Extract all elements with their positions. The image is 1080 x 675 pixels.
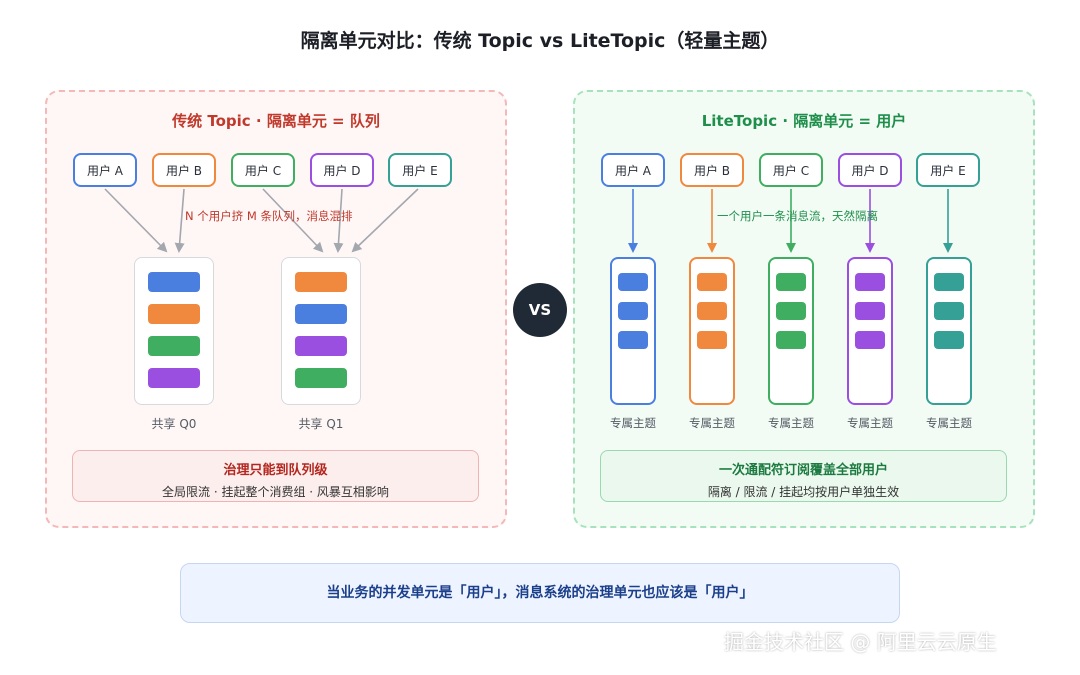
litetopic-summary-sub: 隔离 / 限流 / 挂起均按用户单独生效 [707, 485, 900, 499]
litetopic-user-c: 用户 C [759, 153, 823, 187]
queue-message [295, 304, 347, 324]
traditional-note: N 个用户挤 M 条队列，消息混排 [185, 209, 353, 223]
shared-queue-label: 共享 Q1 [298, 417, 344, 431]
traditional-user-e: 用户 E [388, 153, 452, 187]
litetopic-note: 一个用户一条消息流，天然隔离 [717, 209, 878, 223]
queue-message [148, 272, 200, 292]
litetopic-user-d: 用户 D [838, 153, 902, 187]
litetopic-panel-title: LiteTopic · 隔离单元 = 用户 [701, 112, 907, 130]
dedicated-topic-label: 专属主题 [768, 416, 814, 430]
topic-message [776, 331, 806, 349]
vs-badge: VS [513, 283, 567, 337]
dedicated-topic-a [610, 257, 656, 405]
litetopic-user-b: 用户 B [680, 153, 744, 187]
topic-message [934, 302, 964, 320]
traditional-user-d: 用户 D [310, 153, 374, 187]
dedicated-topic-label: 专属主题 [610, 416, 656, 430]
topic-message [776, 302, 806, 320]
queue-message [148, 368, 200, 388]
litetopic-user-a: 用户 A [601, 153, 665, 187]
topic-message [934, 273, 964, 291]
shared-queue-label: 共享 Q0 [151, 417, 197, 431]
queue-message [295, 368, 347, 388]
queue-message [295, 272, 347, 292]
page-title: 隔离单元对比：传统 Topic vs LiteTopic（轻量主题） [300, 30, 780, 52]
shared-queue-0 [134, 257, 214, 405]
traditional-summary-sub: 全局限流 · 挂起整个消费组 · 风暴互相影响 [162, 485, 389, 499]
traditional-summary-title: 治理只能到队列级 [223, 463, 328, 478]
topic-message [697, 302, 727, 320]
queue-message [148, 336, 200, 356]
topic-message [618, 302, 648, 320]
topic-message [855, 302, 885, 320]
topic-message [618, 331, 648, 349]
litetopic-user-e: 用户 E [916, 153, 980, 187]
queue-message [148, 304, 200, 324]
watermark: 掘金技术社区 @ 阿里云云原生 [724, 630, 997, 654]
topic-message [618, 273, 648, 291]
traditional-user-c: 用户 C [231, 153, 295, 187]
traditional-summary: 治理只能到队列级 全局限流 · 挂起整个消费组 · 风暴互相影响 [72, 450, 479, 502]
topic-message [855, 273, 885, 291]
dedicated-topic-label: 专属主题 [847, 416, 893, 430]
topic-message [697, 273, 727, 291]
dedicated-topic-b [689, 257, 735, 405]
dedicated-topic-c [768, 257, 814, 405]
traditional-panel-title: 传统 Topic · 隔离单元 = 队列 [172, 112, 380, 130]
dedicated-topic-label: 专属主题 [926, 416, 972, 430]
topic-message [776, 273, 806, 291]
queue-message [295, 336, 347, 356]
dedicated-topic-e [926, 257, 972, 405]
traditional-user-a: 用户 A [73, 153, 137, 187]
shared-queue-1 [281, 257, 361, 405]
dedicated-topic-d [847, 257, 893, 405]
litetopic-summary-title: 一次通配符订阅覆盖全部用户 [718, 463, 888, 478]
topic-message [855, 331, 885, 349]
dedicated-topic-label: 专属主题 [689, 416, 735, 430]
conclusion-banner: 当业务的并发单元是「用户」，消息系统的治理单元也应该是「用户」 [180, 563, 900, 623]
litetopic-summary: 一次通配符订阅覆盖全部用户 隔离 / 限流 / 挂起均按用户单独生效 [600, 450, 1007, 502]
topic-message [697, 331, 727, 349]
topic-message [934, 331, 964, 349]
traditional-user-b: 用户 B [152, 153, 216, 187]
